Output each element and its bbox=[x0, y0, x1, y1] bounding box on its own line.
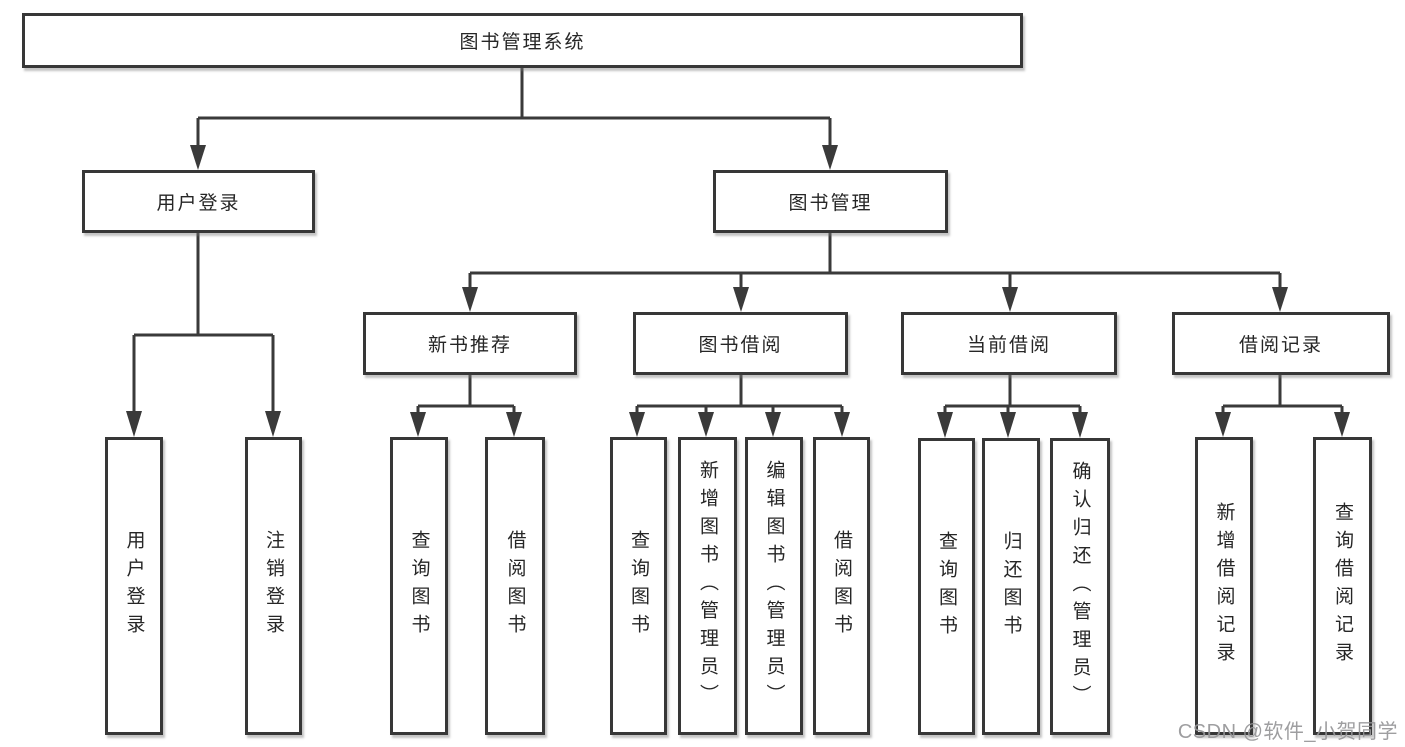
leaf-bb-borrow-books: 借阅图书 bbox=[813, 437, 870, 735]
arrowheads bbox=[126, 145, 1350, 438]
node-current-borrowing-label: 当前借阅 bbox=[966, 335, 1051, 356]
leaf-br-add-record-label: 新增借阅记录 bbox=[1213, 502, 1235, 670]
leaf-cb-query-books: 查询图书 bbox=[918, 438, 975, 735]
node-current-borrowing: 当前借阅 bbox=[901, 312, 1117, 375]
wire-book-mgmt bbox=[468, 233, 1282, 289]
node-system-root-label: 图书管理系统 bbox=[459, 32, 586, 53]
leaf-bb-query-books: 查询图书 bbox=[610, 437, 667, 735]
node-book-borrowing-label: 图书借阅 bbox=[698, 335, 783, 356]
leaf-bb-add-books-admin-label: 新增图书（管理员） bbox=[697, 460, 718, 712]
leaf-br-query-record: 查询借阅记录 bbox=[1313, 437, 1372, 735]
leaf-cb-return-books: 归还图书 bbox=[982, 438, 1040, 735]
node-book-management: 图书管理 bbox=[713, 170, 948, 233]
wire-book-borrow bbox=[635, 375, 844, 414]
node-new-book-recommend-label: 新书推荐 bbox=[427, 335, 512, 356]
node-book-borrowing: 图书借阅 bbox=[633, 312, 848, 375]
node-user-login: 用户登录 bbox=[82, 170, 315, 233]
leaf-nbr-query-books-label: 查询图书 bbox=[408, 530, 430, 642]
leaf-cb-confirm-return-admin-label: 确认归还（管理员） bbox=[1069, 460, 1091, 713]
leaf-bb-add-books-admin: 新增图书（管理员） bbox=[678, 437, 737, 735]
leaf-cb-return-books-label: 归还图书 bbox=[1000, 530, 1022, 643]
leaf-nbr-borrow-books-label: 借阅图书 bbox=[504, 530, 526, 642]
node-borrowing-records: 借阅记录 bbox=[1172, 312, 1390, 375]
leaf-bb-edit-books-admin-label: 编辑图书（管理员） bbox=[763, 460, 785, 712]
leaf-cb-query-books-label: 查询图书 bbox=[936, 530, 957, 643]
node-book-management-label: 图书管理 bbox=[788, 193, 873, 214]
wire-borrow-record bbox=[1221, 375, 1344, 414]
leaf-bb-edit-books-admin: 编辑图书（管理员） bbox=[745, 437, 803, 735]
node-system-root: 图书管理系统 bbox=[22, 13, 1023, 68]
leaf-user-login: 用户登录 bbox=[105, 437, 163, 735]
leaf-bb-borrow-books-label: 借阅图书 bbox=[831, 530, 852, 642]
leaf-cb-confirm-return-admin: 确认归还（管理员） bbox=[1050, 438, 1110, 735]
leaf-br-add-record: 新增借阅记录 bbox=[1195, 437, 1253, 735]
node-user-login-label: 用户登录 bbox=[156, 193, 241, 214]
leaf-nbr-query-books: 查询图书 bbox=[390, 437, 448, 735]
node-borrowing-records-label: 借阅记录 bbox=[1238, 335, 1323, 356]
wire-root bbox=[196, 68, 832, 150]
wire-current-borrow bbox=[943, 375, 1082, 414]
leaf-logout: 注销登录 bbox=[245, 437, 302, 735]
leaf-br-query-record-label: 查询借阅记录 bbox=[1332, 502, 1353, 670]
wire-user-login bbox=[132, 233, 275, 412]
leaf-bb-query-books-label: 查询图书 bbox=[628, 530, 649, 642]
leaf-nbr-borrow-books: 借阅图书 bbox=[485, 437, 545, 735]
wire-new-book bbox=[416, 375, 516, 414]
node-new-book-recommend: 新书推荐 bbox=[363, 312, 577, 375]
leaf-user-login-label: 用户登录 bbox=[123, 530, 145, 642]
leaf-logout-label: 注销登录 bbox=[263, 530, 284, 642]
csdn-watermark: CSDN @软件_小贺同学 bbox=[1177, 721, 1398, 743]
